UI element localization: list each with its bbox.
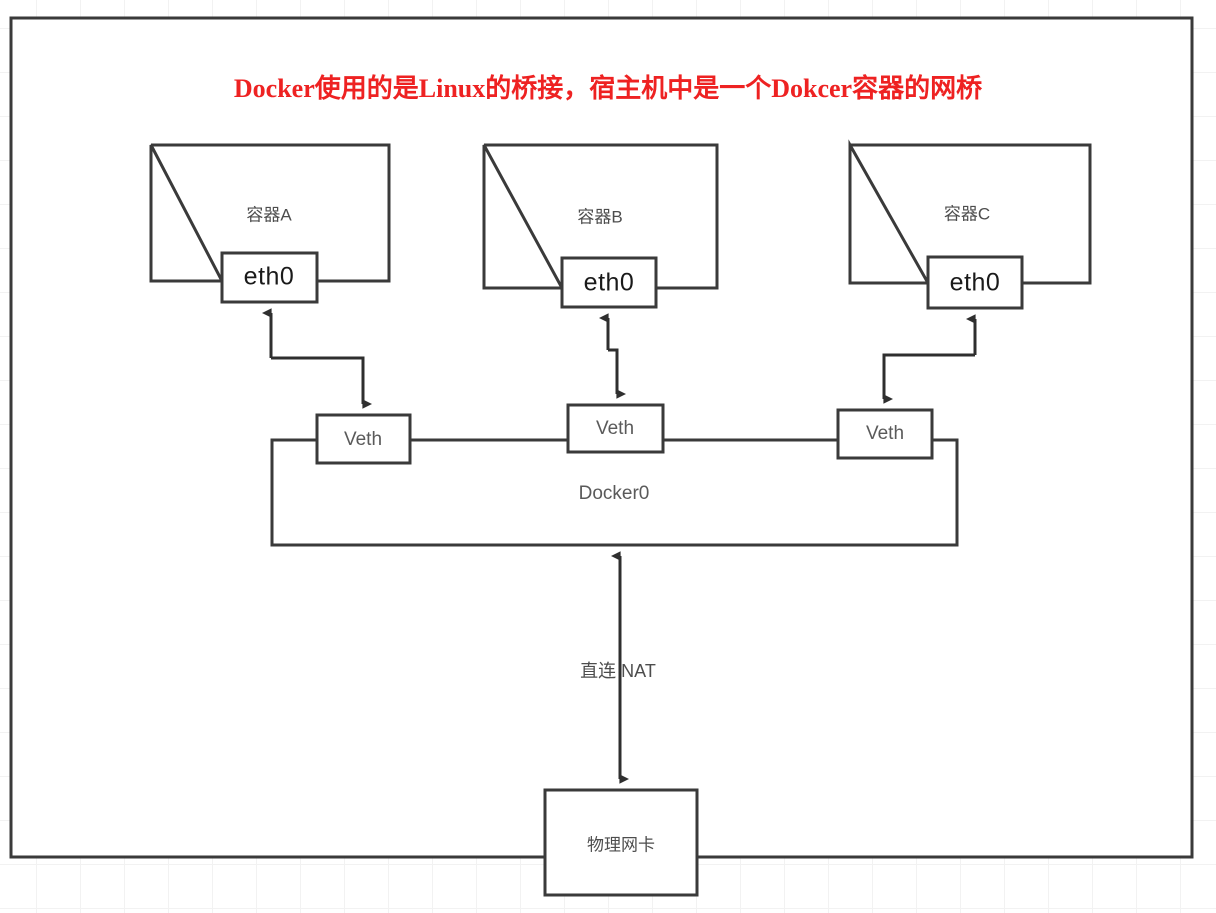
veth-label-c: Veth [865, 423, 905, 444]
eth0-label-a: eth0 [243, 262, 295, 291]
container-c-box [848, 139, 1092, 285]
page-title: Docker使用的是Linux的桥接，宿主机中是一个Dokcer容器的网桥 [233, 74, 983, 103]
docker0-bridge-outline [270, 438, 959, 547]
eth0-box-a [220, 251, 319, 304]
eth0-label-c: eth0 [949, 268, 1001, 297]
container-a-label: 容器A [246, 205, 292, 225]
veth-box-b [566, 403, 665, 454]
eth0-box-b [560, 256, 658, 309]
link-arrow-b-path [608, 348, 627, 399]
container-b-label: 容器B [577, 207, 623, 227]
container-c-label: 容器C [943, 204, 991, 224]
physical-nic-box [543, 788, 699, 897]
link-arrow-c-path [882, 353, 975, 404]
veth-label-a: Veth [343, 429, 383, 450]
link-arrow-a-path [271, 356, 373, 409]
eth0-label-b: eth0 [583, 268, 635, 297]
veth-label-b: Veth [595, 418, 635, 439]
veth-box-c [836, 408, 934, 460]
nat-link-label: 直连 NAT [580, 661, 656, 681]
container-a-box [149, 143, 391, 283]
docker0-label: Docker0 [578, 483, 650, 504]
physical-nic-label: 物理网卡 [587, 835, 655, 855]
veth-box-a [315, 413, 412, 465]
container-b-box [482, 143, 719, 290]
eth0-box-c [926, 255, 1024, 310]
